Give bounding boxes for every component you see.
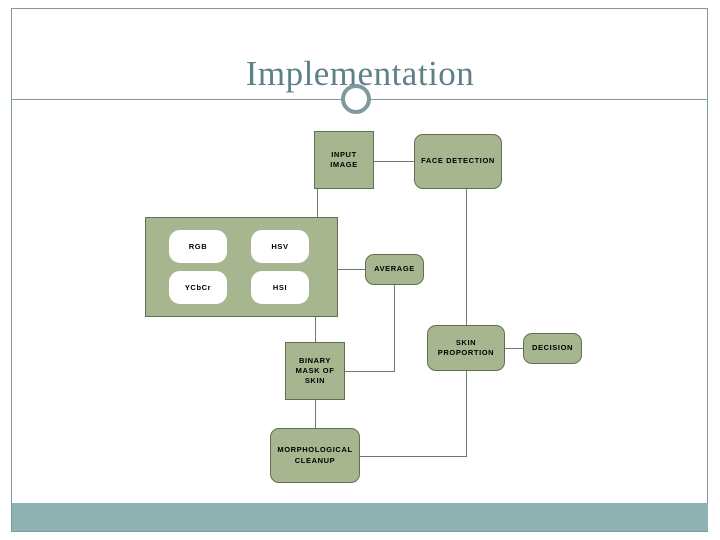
- connector-color-space-group-to-average: [338, 269, 365, 270]
- connector-morphological-cleanup-to-skin-proportion: [466, 371, 467, 457]
- node-binary-mask-of-skin[interactable]: BINARY MASK OF SKIN: [285, 342, 345, 400]
- circle-divider-icon: [341, 84, 371, 114]
- connector-input-image-to-color-space-group: [317, 189, 318, 217]
- connector-average-to-binary-mask: [345, 371, 395, 372]
- connector-face-detection-to-skin-proportion: [466, 189, 467, 325]
- connector-input-image-to-face-detection: [374, 161, 414, 162]
- connector-binary-mask-to-morphological-cleanup: [315, 400, 316, 428]
- node-input-image[interactable]: INPUT IMAGE: [314, 131, 374, 189]
- connector-morphological-cleanup-run: [360, 456, 466, 457]
- node-ycbcr[interactable]: YCbCr: [169, 271, 227, 304]
- node-rgb[interactable]: RGB: [169, 230, 227, 263]
- connector-skin-proportion-to-decision: [505, 348, 523, 349]
- node-average[interactable]: AVERAGE: [365, 254, 424, 285]
- slide-footer-bar: [12, 503, 708, 531]
- connector-average-drop: [394, 285, 395, 371]
- connector-color-space-group-to-binary-mask: [315, 317, 316, 342]
- node-skin-proportion[interactable]: SKIN PROPORTION: [427, 325, 505, 371]
- node-face-detection[interactable]: FACE DETECTION: [414, 134, 502, 189]
- node-hsv[interactable]: HSV: [251, 230, 309, 263]
- node-morphological-cleanup[interactable]: MORPHOLOGICAL CLEANUP: [270, 428, 360, 483]
- node-decision[interactable]: DECISION: [523, 333, 582, 364]
- node-hsi[interactable]: HSI: [251, 271, 309, 304]
